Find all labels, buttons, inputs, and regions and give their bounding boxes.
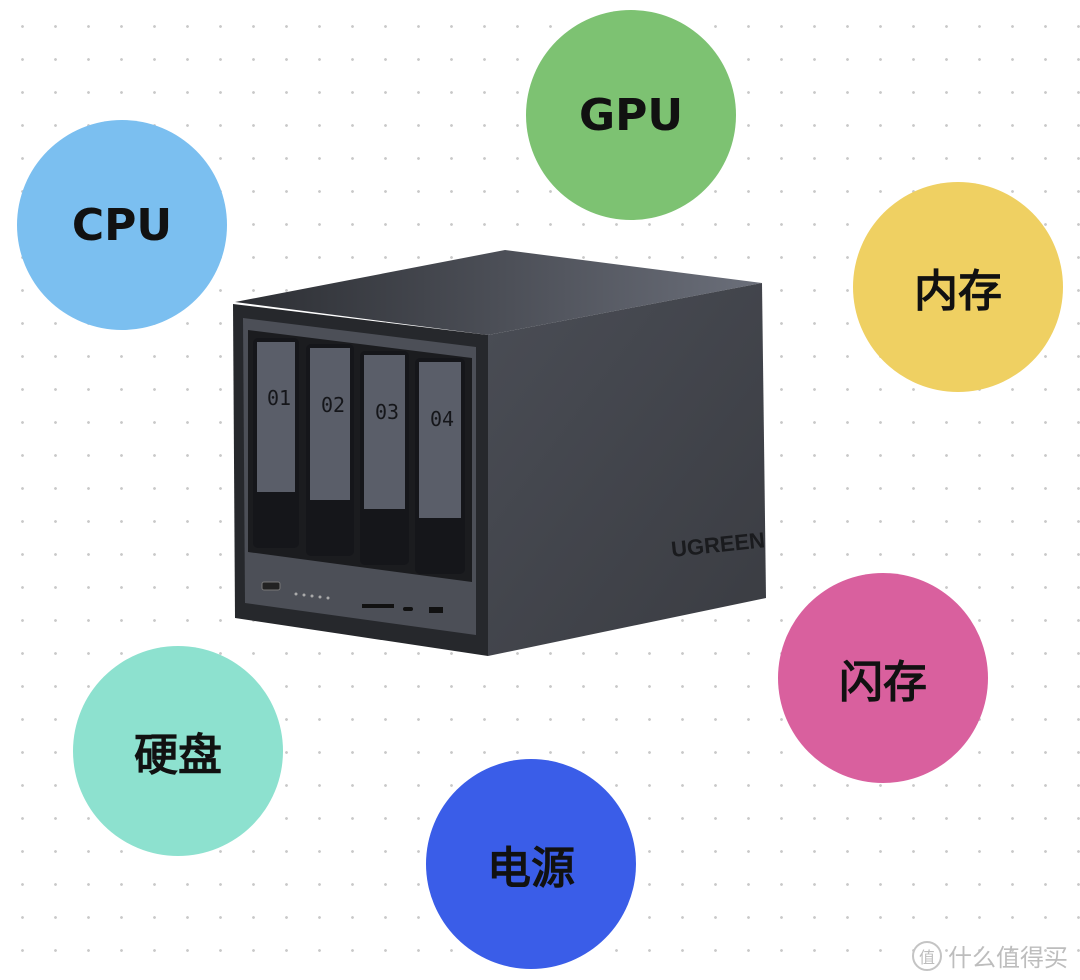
flash-bubble: 闪存 — [778, 573, 988, 783]
bubble-label: CPU — [71, 199, 173, 251]
bay-04 — [415, 358, 465, 574]
bay-label: 03 — [375, 400, 399, 424]
bay-03 — [360, 351, 409, 565]
watermark-text: 什么值得买 — [948, 944, 1068, 972]
memory-bubble: 内存 — [853, 182, 1063, 392]
power-bubble: 电源 — [426, 759, 636, 969]
bubble-label: 内存 — [914, 266, 1002, 317]
watermark-seal-icon: 值 — [912, 940, 942, 971]
hdd-bubble: 硬盘 — [73, 646, 283, 856]
bubble-label: 硬盘 — [134, 730, 222, 781]
bay-label: 01 — [267, 386, 291, 410]
bay-01 — [253, 338, 299, 548]
bubble-label: GPU — [578, 89, 684, 141]
nas-top-face — [235, 250, 762, 335]
bay-label: 02 — [321, 393, 345, 417]
bay-02 — [306, 344, 354, 556]
drive-bays — [253, 338, 465, 574]
cpu-bubble: CPU — [17, 120, 227, 330]
bubble-label: 闪存 — [839, 657, 927, 708]
gpu-bubble: GPU — [526, 10, 736, 220]
watermark: 值 什么值得买 — [912, 938, 1068, 973]
bubble-label: 电源 — [487, 843, 575, 894]
nas-side-face — [488, 283, 766, 656]
bay-label: 04 — [430, 407, 454, 431]
